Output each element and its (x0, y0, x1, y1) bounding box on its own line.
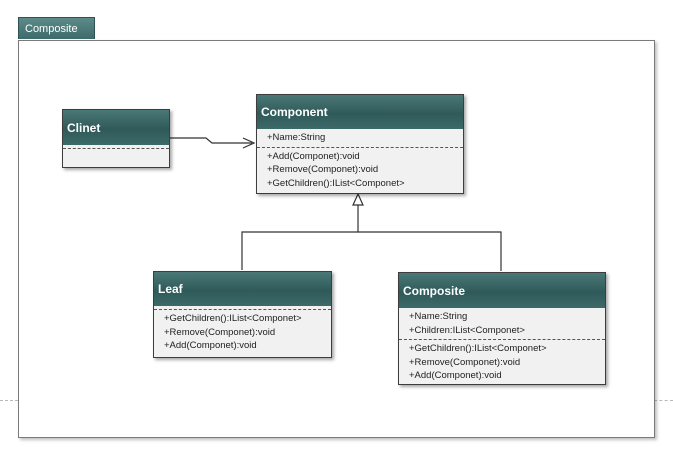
generalization-arrowhead (352, 192, 364, 206)
class-composite-attributes: +Name:String +Children:IList<Componet> (399, 308, 605, 339)
class-client-header: Clinet (63, 110, 169, 145)
method: +Remove(Componet):void (409, 356, 521, 368)
class-component-methods: +Add(Componet):void +Remove(Componet):vo… (257, 146, 463, 193)
method: +Remove(Componet):void (164, 326, 276, 338)
class-component[interactable]: Component +Name:String +Add(Componet):vo… (256, 94, 464, 194)
class-leaf[interactable]: Leaf +GetChildren():IList<Componet> +Rem… (153, 271, 332, 358)
method: +GetChildren():IList<Componet> (164, 313, 302, 324)
class-component-attributes: +Name:String (257, 129, 463, 147)
generalization-leaf-line[interactable] (241, 205, 359, 270)
class-component-name: Component (261, 105, 328, 119)
class-leaf-header: Leaf (154, 272, 331, 306)
attribute: +Name:String (267, 132, 326, 143)
page-boundary-right (654, 400, 673, 401)
method: +Remove(Componet):void (267, 164, 379, 175)
attribute: +Children:IList<Componet> (409, 324, 525, 336)
class-composite-header: Composite (399, 273, 605, 308)
page-boundary-left (0, 400, 18, 401)
class-composite[interactable]: Composite +Name:String +Children:IList<C… (398, 272, 606, 385)
method: +Add(Componet):void (267, 150, 360, 162)
generalization-composite-line[interactable] (358, 231, 502, 271)
class-composite-name: Composite (403, 283, 466, 298)
frame-tab[interactable]: Composite (18, 17, 95, 39)
class-leaf-name: Leaf (158, 282, 183, 296)
association-line[interactable] (169, 137, 252, 144)
class-client-methods (63, 148, 169, 154)
frame-tab-label: Composite (25, 23, 78, 35)
class-leaf-methods: +GetChildren():IList<Componet> +Remove(C… (154, 309, 331, 355)
class-client-name: Clinet (67, 120, 101, 135)
method: +Add(Componet):void (409, 370, 502, 381)
method: +GetChildren():IList<Componet> (267, 177, 405, 189)
class-client[interactable]: Clinet (62, 109, 170, 168)
class-component-header: Component (257, 95, 463, 129)
method: +Add(Componet):void (164, 340, 257, 351)
attribute: +Name:String (409, 311, 468, 322)
association-arrowhead (242, 137, 256, 149)
class-composite-methods: +GetChildren():IList<Componet> +Remove(C… (399, 339, 605, 385)
method: +GetChildren():IList<Componet> (409, 343, 547, 354)
